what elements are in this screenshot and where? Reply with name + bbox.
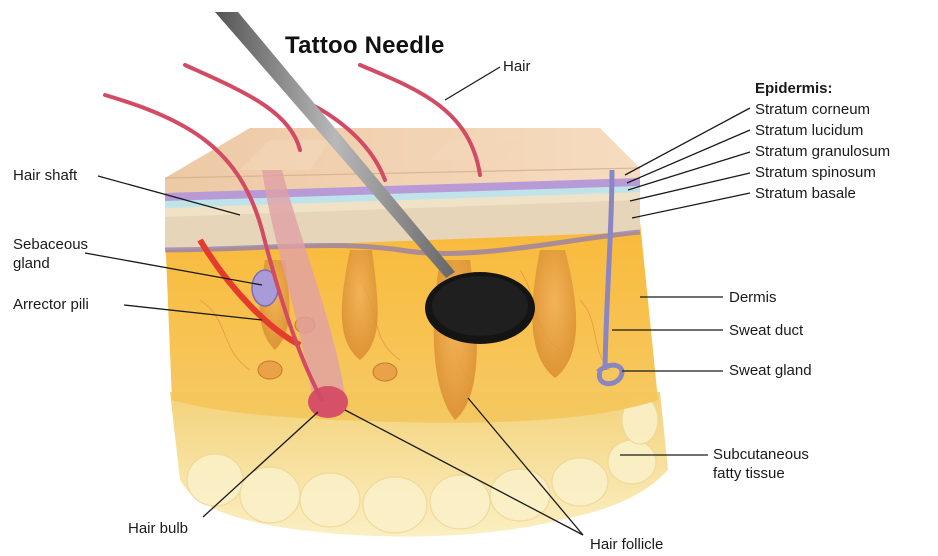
- label-stratum-granulosum: Stratum granulosum: [755, 143, 890, 161]
- diagram-title: Tattoo Needle: [285, 32, 445, 60]
- label-dermis: Dermis: [729, 289, 777, 307]
- label-stratum-corneum: Stratum corneum: [755, 101, 870, 119]
- label-subcutaneous-2: fatty tissue: [713, 465, 785, 483]
- label-stratum-lucidum: Stratum lucidum: [755, 122, 863, 140]
- label-subcutaneous-1: Subcutaneous: [713, 446, 809, 464]
- label-epidermis: Epidermis:: [755, 80, 833, 98]
- label-hair-follicle: Hair follicle: [590, 536, 663, 554]
- hair-bulb-shape: [308, 386, 348, 418]
- label-hair-bulb: Hair bulb: [128, 520, 188, 538]
- label-stratum-spinosum: Stratum spinosum: [755, 164, 876, 182]
- label-sweat-duct: Sweat duct: [729, 322, 803, 340]
- label-stratum-basale: Stratum basale: [755, 185, 856, 203]
- label-sebaceous-1: Sebaceous: [13, 236, 88, 254]
- label-hair-shaft: Hair shaft: [13, 167, 77, 185]
- label-arrector-pili: Arrector pili: [13, 296, 89, 314]
- label-sebaceous-2: gland: [13, 255, 50, 273]
- label-hair: Hair: [503, 58, 531, 76]
- label-sweat-gland: Sweat gland: [729, 362, 812, 380]
- ink-blot: [425, 272, 535, 344]
